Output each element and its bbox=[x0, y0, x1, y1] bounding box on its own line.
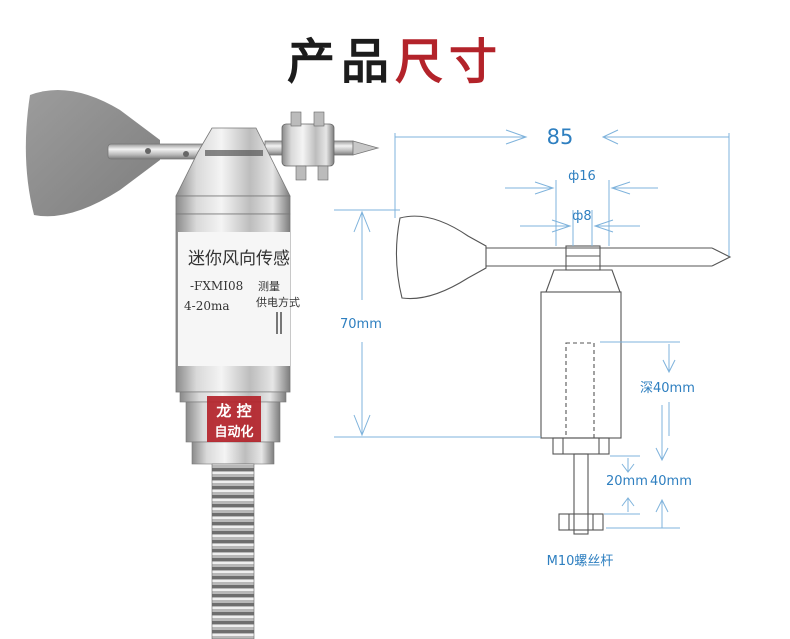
drawing-vane bbox=[395, 215, 487, 300]
dim-width: 85 bbox=[547, 125, 574, 149]
drawing-body bbox=[540, 291, 622, 439]
title-part1: 产品 bbox=[286, 34, 395, 90]
dim-gap20: 20mm bbox=[606, 474, 648, 489]
dim-phi8: ф8 bbox=[572, 209, 591, 224]
title-part2: 尺寸 bbox=[395, 34, 504, 90]
label-measure: 测量 bbox=[258, 280, 280, 293]
page-title: 产品尺寸 bbox=[0, 22, 790, 92]
threaded-rod bbox=[211, 463, 255, 639]
collar-block bbox=[281, 123, 335, 167]
label-main: 迷你风向传感 bbox=[188, 249, 290, 269]
label-model: -FXMI08 bbox=[190, 279, 243, 293]
sensor-label bbox=[178, 232, 290, 366]
dim-screw: M10螺丝杆 bbox=[547, 554, 614, 569]
badge-line2: 自动化 bbox=[214, 424, 253, 440]
vane-blade bbox=[25, 90, 161, 217]
label-signal: 4-20ma bbox=[184, 299, 230, 313]
brand-badge bbox=[207, 396, 261, 442]
dim-phi16: ф16 bbox=[568, 169, 596, 184]
drawing-screw bbox=[573, 453, 589, 535]
label-power: 供电方式 bbox=[256, 295, 300, 309]
dim-depth: 深40mm bbox=[640, 381, 695, 396]
dim-height: 70mm bbox=[340, 317, 382, 332]
badge-line1: 龙 控 bbox=[215, 402, 251, 420]
dim-gap40: 40mm bbox=[650, 474, 692, 489]
